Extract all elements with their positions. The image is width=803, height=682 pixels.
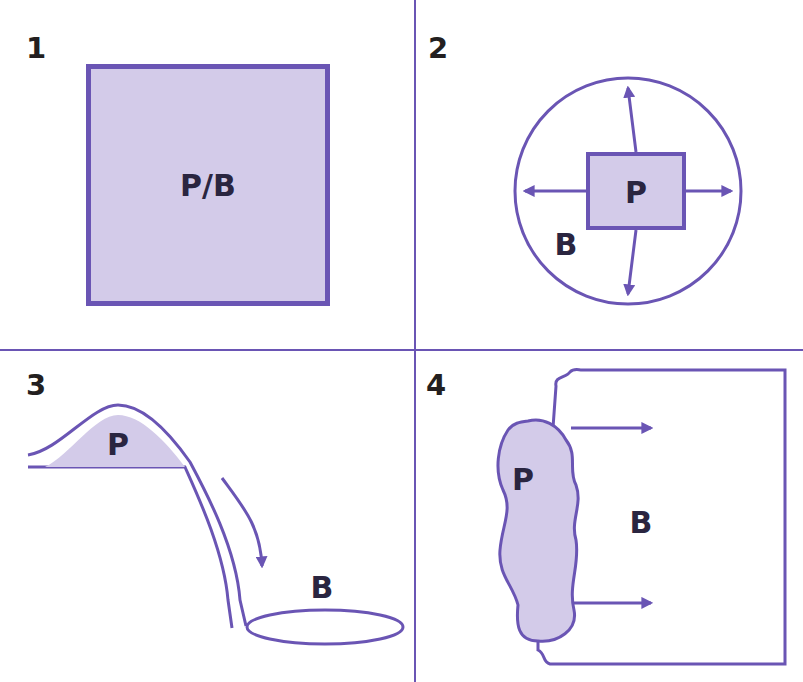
flow-arrow <box>222 478 262 566</box>
square-region: P/B <box>86 64 330 306</box>
flow-arrow <box>686 190 731 193</box>
slope-outline <box>28 405 246 626</box>
region-letter: B <box>630 508 653 538</box>
flow-arrow <box>525 190 586 193</box>
square-region: P <box>586 152 686 230</box>
flow-arrow <box>628 88 636 152</box>
blob-region-outline <box>488 415 583 647</box>
panel-number: 4 <box>426 371 446 400</box>
flow-arrow <box>628 230 636 294</box>
region-letter: B <box>311 573 334 603</box>
panel-number: 3 <box>26 371 46 400</box>
panel-number: 2 <box>428 34 448 63</box>
region-letter: P/B <box>180 171 236 201</box>
region-letter: P <box>512 465 534 495</box>
basin-ellipse: B <box>245 568 405 646</box>
circle-region: BP <box>513 76 743 306</box>
divider <box>414 0 416 682</box>
divider <box>0 349 803 351</box>
region-letter: P <box>107 430 129 460</box>
region-letter: P <box>625 178 647 208</box>
slope-outline <box>28 467 232 628</box>
flow-arrow <box>571 601 651 604</box>
panel-number: 1 <box>26 34 46 63</box>
hill-region: P <box>28 400 218 472</box>
region-letter: B <box>555 230 578 260</box>
blob-region: P <box>488 415 583 647</box>
flow-arrow <box>571 426 651 429</box>
